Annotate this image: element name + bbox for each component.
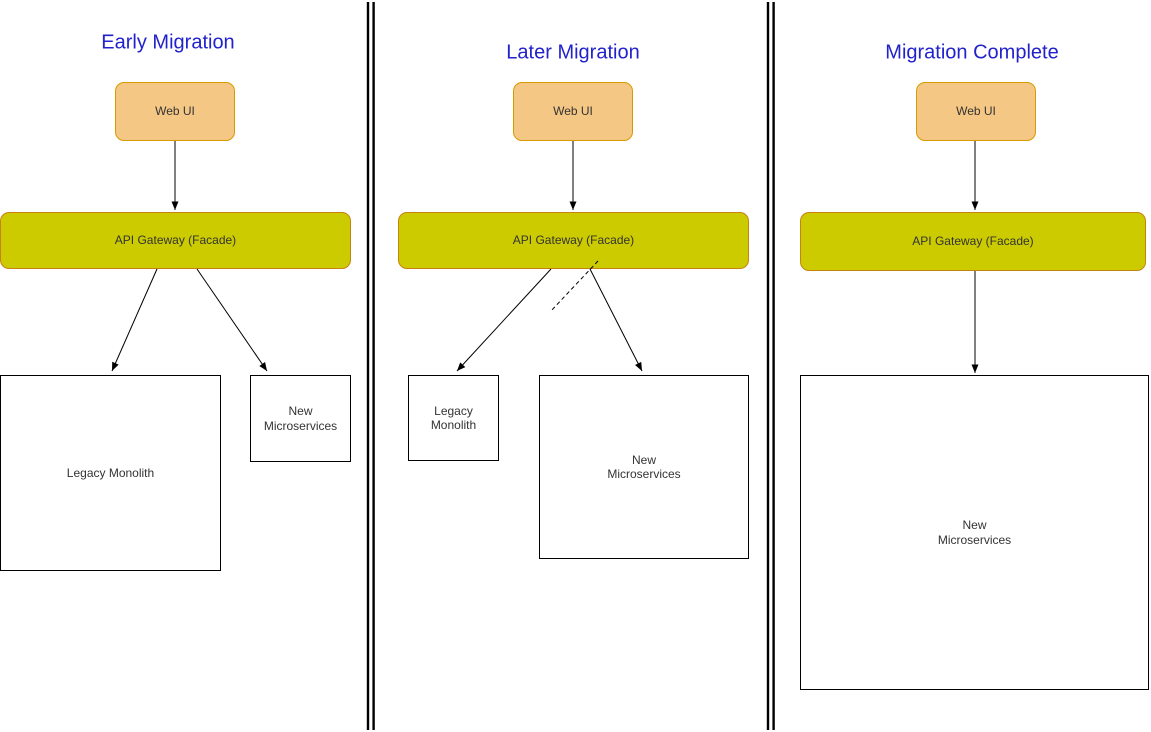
complete-new-microservices-node: New Microservices <box>800 375 1149 690</box>
early-gateway-to-microservices-arrow <box>196 268 268 372</box>
later-api-gateway-node: API Gateway (Facade) <box>398 212 749 269</box>
early-legacy-monolith-node: Legacy Monolith <box>0 375 221 571</box>
later-web-ui-node: Web UI <box>513 82 633 141</box>
complete-api-gateway-node: API Gateway (Facade) <box>800 212 1146 271</box>
early-api-gateway-node: API Gateway (Facade) <box>0 212 351 269</box>
early-new-microservices-node: New Microservices <box>250 375 351 462</box>
early-gateway-to-legacy-arrow <box>111 268 158 372</box>
later-gateway-to-microservices-arrow <box>589 268 643 372</box>
panel-later-migration-title: Later Migration <box>506 41 640 64</box>
complete-web-ui-node: Web UI <box>916 82 1036 141</box>
early-web-ui-node: Web UI <box>115 82 235 141</box>
panel-migration-complete-title: Migration Complete <box>885 41 1059 64</box>
panel-early-migration-title: Early Migration <box>101 31 235 54</box>
later-legacy-monolith-node: Legacy Monolith <box>408 375 499 461</box>
later-new-microservices-node: New Microservices <box>539 375 749 559</box>
later-gateway-to-legacy-arrow <box>456 268 552 372</box>
